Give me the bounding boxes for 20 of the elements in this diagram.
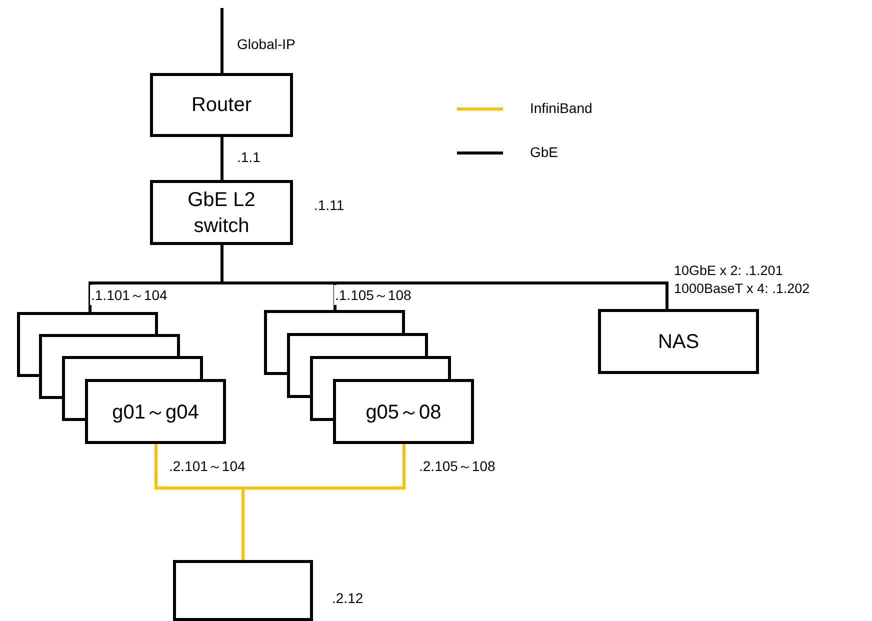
- server-stack-drawing: [17, 312, 226, 444]
- device-box: [173, 560, 313, 621]
- device-name: g05～08: [366, 400, 442, 425]
- device-box: [150, 73, 293, 137]
- network-link: [220, 137, 224, 180]
- infiniband-link: [242, 444, 406, 560]
- ip-address-label: .2.12: [332, 589, 364, 608]
- device-name: GbE L2 switch: [186, 188, 256, 238]
- ip-address-label: .1.11: [314, 196, 344, 215]
- device-name: g01～g04: [112, 400, 199, 425]
- device-box: [150, 180, 293, 245]
- server-stack-drawing: [264, 310, 474, 444]
- network-link: [220, 8, 224, 73]
- device-box: [598, 309, 759, 374]
- device-name: Router: [191, 93, 252, 118]
- legend-label: GbE: [530, 143, 558, 162]
- edge-label: .1.105～108: [334, 285, 412, 306]
- legend-label: InfiniBand: [530, 99, 592, 118]
- device-name: NAS: [658, 330, 700, 354]
- edge-label: .1.101～104: [90, 285, 168, 306]
